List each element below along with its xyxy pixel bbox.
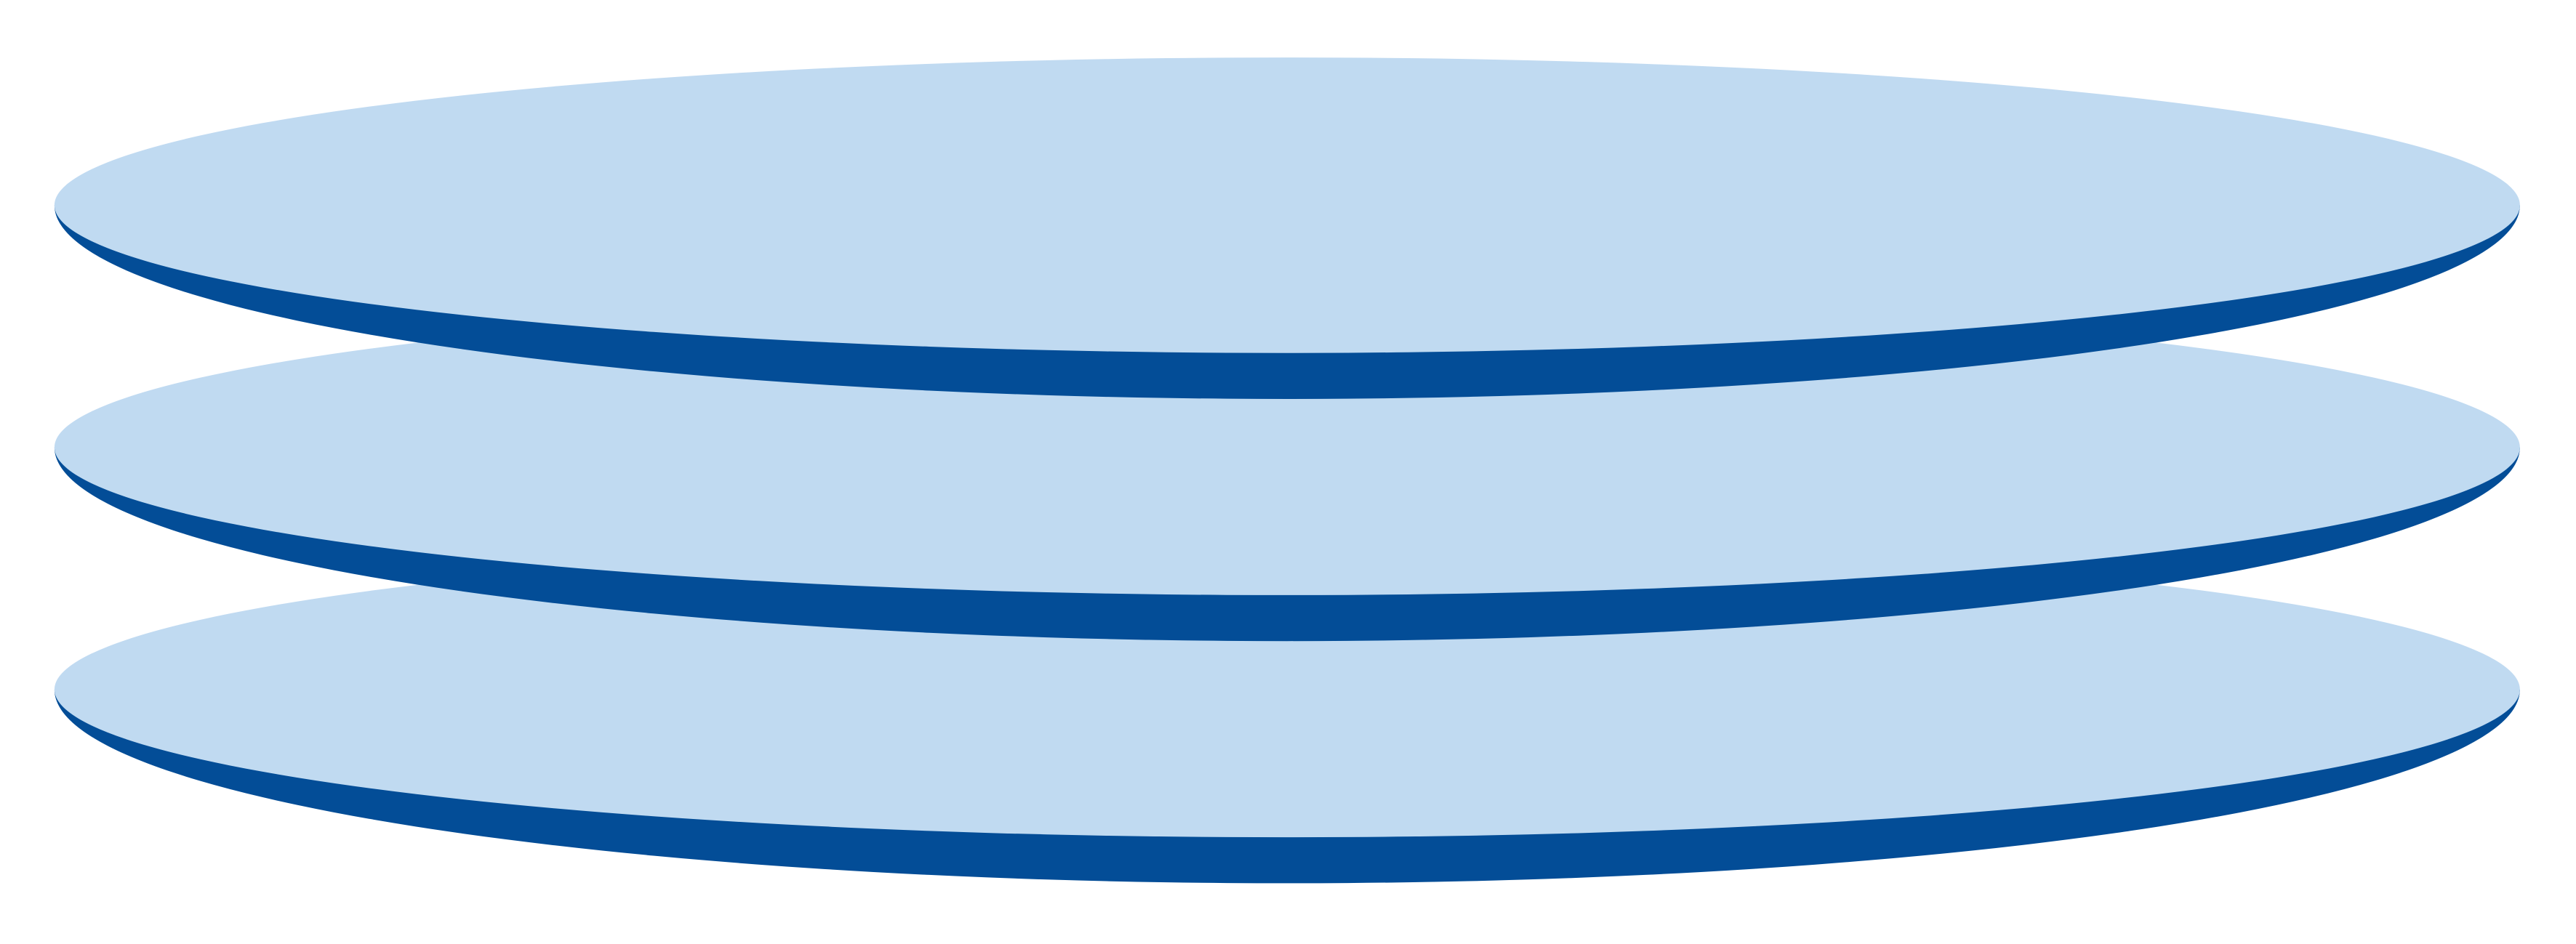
disk-top-face bbox=[54, 299, 2520, 595]
disk-2 bbox=[54, 299, 2520, 642]
disk-top-face bbox=[54, 57, 2520, 353]
disk-top-face bbox=[54, 541, 2520, 838]
disk-1 bbox=[54, 57, 2520, 399]
disk-3 bbox=[54, 541, 2520, 884]
